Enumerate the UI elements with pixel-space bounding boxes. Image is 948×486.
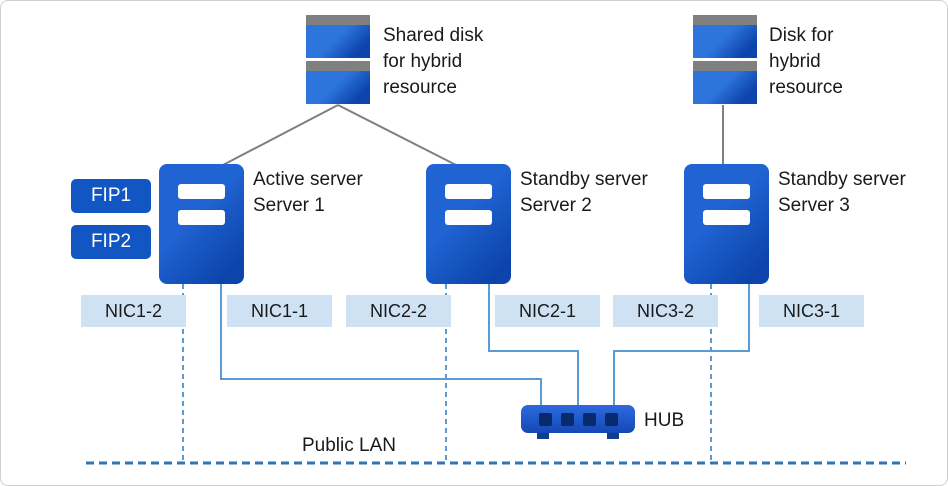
server1-label: Active server Server 1 — [253, 169, 363, 216]
nic3-1-label: NIC3-1 — [759, 295, 864, 327]
disk-unit — [693, 61, 757, 104]
nic2-1-label: NIC2-1 — [495, 295, 600, 327]
disk-cap — [693, 15, 757, 25]
nic1-2-label: NIC1-2 — [81, 295, 186, 327]
fip2-badge: FIP2 — [71, 225, 151, 259]
hub-ports — [521, 413, 635, 426]
disk-body — [306, 71, 370, 104]
server-drive-bar — [178, 184, 225, 199]
hybrid-disk-icon — [693, 15, 757, 107]
hub-port — [538, 413, 552, 426]
disk-unit — [693, 15, 757, 58]
server-drive-bar — [178, 210, 225, 225]
hub-port — [582, 413, 596, 426]
fip1-badge: FIP1 — [71, 179, 151, 213]
server1-icon — [159, 164, 244, 284]
disk-cap — [693, 61, 757, 71]
server-drive-bar — [703, 184, 750, 199]
disk-cap — [306, 15, 370, 25]
disk-unit — [306, 61, 370, 104]
disk-body — [306, 25, 370, 58]
hub-port — [604, 413, 618, 426]
hub-port — [560, 413, 574, 426]
hub-icon — [521, 405, 635, 439]
server2-icon — [426, 164, 511, 284]
hub-foot — [607, 433, 619, 439]
shared-disk-to-server2-line — [337, 104, 457, 166]
server2-label: Standby server Server 2 — [520, 169, 648, 216]
disk-cap — [306, 61, 370, 71]
server-drive-bar — [445, 210, 492, 225]
server2-to-hub-line — [488, 284, 579, 407]
hub-label: HUB — [644, 410, 685, 431]
hybrid-disk-label: Disk for hybrid resource — [769, 25, 843, 98]
disk-body — [693, 25, 757, 58]
server-drive-bar — [703, 210, 750, 225]
nic2-2-label: NIC2-2 — [346, 295, 451, 327]
disk-body — [693, 71, 757, 104]
nic1-1-label: NIC1-1 — [227, 295, 332, 327]
shared-disk-to-server1-line — [222, 104, 339, 166]
server3-icon — [684, 164, 769, 284]
nic3-2-label: NIC3-2 — [613, 295, 718, 327]
shared-disk-icon — [306, 15, 370, 107]
server3-to-hub-line — [613, 284, 750, 407]
shared-disk-label: Shared disk for hybrid resource — [383, 25, 484, 98]
server1-to-hub-line — [220, 284, 542, 407]
public-lan-label: Public LAN — [302, 435, 396, 456]
disk-unit — [306, 15, 370, 58]
server-drive-bar — [445, 184, 492, 199]
hub-foot — [537, 433, 549, 439]
server3-label: Standby server Server 3 — [778, 169, 906, 216]
